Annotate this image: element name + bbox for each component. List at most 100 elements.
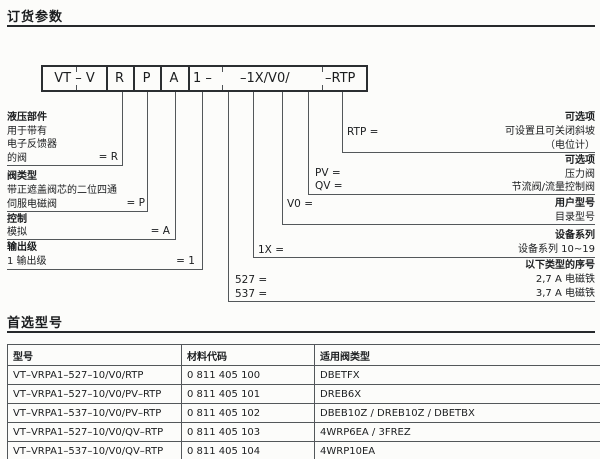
cell-material-code: 0 811 405 103 xyxy=(181,422,315,442)
code-key-pv: PV = xyxy=(315,167,341,179)
col-header-material-code: 材料代码 xyxy=(181,344,315,366)
cell-material-code: 0 811 405 101 xyxy=(181,384,315,404)
code-value-p: = P xyxy=(126,197,145,209)
table-header-row: 型号 材料代码 适用阀类型 xyxy=(7,344,600,366)
table-row: VT–VRPA1–537–10/V0/PV–RTP 0 811 405 102 … xyxy=(7,403,600,423)
cell-valve-type: 4WRP10EA xyxy=(314,441,600,459)
group-title: 设备系列 xyxy=(555,230,595,241)
group-line: 伺服电磁阀 xyxy=(7,199,57,210)
connector-v0 xyxy=(282,92,283,225)
cell-divider xyxy=(188,67,190,90)
code-value-r: = R xyxy=(98,150,118,163)
cell-model: VT–VRPA1–527–10/V0/PV–RTP xyxy=(7,384,182,404)
group-title: 用户型号 xyxy=(555,198,595,209)
connector-1x xyxy=(253,92,254,258)
code-key-rtp: RTP = xyxy=(347,126,379,138)
group-title: 液压部件 xyxy=(7,112,47,123)
group-line: （电位计） xyxy=(545,140,595,151)
connector-a xyxy=(175,92,176,240)
group-title: 可选项 xyxy=(565,112,595,123)
group-title: 阀类型 xyxy=(7,171,37,182)
connector-p xyxy=(147,92,148,212)
cell-material-code: 0 811 405 104 xyxy=(181,441,315,459)
group-line: 的阀 xyxy=(7,152,27,164)
group-title: 以下类型的序号 xyxy=(525,260,595,271)
code-field-a: A xyxy=(169,71,179,86)
cell-material-code: 0 811 405 100 xyxy=(181,365,315,385)
code-value-a: = A xyxy=(150,225,170,237)
right-group-solenoid-serial: 以下类型的序号 2,7 A 电磁铁 3,7 A 电磁铁 527 = 537 = xyxy=(228,259,595,302)
group-title: 输出级 xyxy=(7,242,37,253)
connector-rtp xyxy=(342,92,343,153)
code-field-p: P xyxy=(142,71,151,86)
preferred-models-rule xyxy=(7,331,595,333)
cell-valve-type: DBEB10Z / DREB10Z / DBETBX xyxy=(314,403,600,423)
right-group-series-1x: 设备系列 设备系列 10~19 1X = xyxy=(253,227,595,258)
group-line: 目录型号 xyxy=(555,212,595,223)
cell-divider xyxy=(133,67,135,90)
preferred-models-title: 首选型号 xyxy=(7,316,64,331)
dashed-tick xyxy=(322,67,323,72)
code-sub-series-v0: –1X/V0/ xyxy=(240,71,290,86)
page-title: 订货参数 xyxy=(7,10,64,25)
dashed-tick xyxy=(222,67,223,72)
cell-model: VT–VRPA1–537–10/V0/PV–RTP xyxy=(7,403,182,423)
dashed-tick xyxy=(76,67,77,72)
left-group-hydraulic-component: 液压部件 用于带有 电子反馈器 的阀 = R xyxy=(7,111,122,166)
code-value-1: = 1 xyxy=(176,255,195,267)
table-row: VT–VRPA1–527–10/V0/QV–RTP 0 811 405 103 … xyxy=(7,422,600,442)
group-line: 用于带有 xyxy=(7,125,47,137)
col-header-model: 型号 xyxy=(7,344,182,366)
table-row: VT–VRPA1–537–10/V0/QV–RTP 0 811 405 104 … xyxy=(7,441,600,459)
group-line: 设备系列 10~19 xyxy=(517,244,595,255)
table-row: VT–VRPA1–527–10/V0/PV–RTP 0 811 405 101 … xyxy=(7,384,600,404)
code-sub-rtp: –RTP xyxy=(325,71,356,86)
group-line: 模拟 xyxy=(7,227,27,238)
right-group-v0: 用户型号 目录型号 V0 = xyxy=(282,197,595,225)
dashed-tick xyxy=(222,85,223,90)
code-key-v0: V0 = xyxy=(287,198,313,210)
left-group-valve-type: 阀类型 带正遮盖阀芯的二位四通 伺服电磁阀 = P xyxy=(7,170,147,212)
type-code-box: VT – V R P A 1 – –1X/V0/ –RTP xyxy=(41,65,368,92)
table-row: VT–VRPA1–527–10/V0/RTP 0 811 405 100 DBE… xyxy=(7,365,600,385)
group-line: 1 输出级 xyxy=(7,256,47,267)
page-title-rule xyxy=(7,25,595,27)
code-sub-output: 1 – xyxy=(193,71,212,86)
group-line: 节流阀/流量控制阀 xyxy=(511,182,595,193)
group-line: 可设置且可关闭斜坡 xyxy=(505,126,595,137)
connector-r xyxy=(122,92,123,166)
group-title: 控制 xyxy=(7,214,27,225)
right-group-pv-qv-option: 可选项 压力阀 节流阀/流量控制阀 PV = QV = xyxy=(308,154,595,195)
dashed-tick xyxy=(322,85,323,90)
left-group-output-stage: 输出级 1 输出级 = 1 xyxy=(7,241,202,270)
group-line: 压力阀 xyxy=(565,168,595,180)
cell-divider xyxy=(160,67,162,90)
code-key-qv: QV = xyxy=(315,180,343,192)
code-key-537: 537 = xyxy=(235,288,268,300)
group-line: 3,7 A 电磁铁 xyxy=(535,288,595,299)
cell-divider xyxy=(106,67,108,90)
connector-pv-qv xyxy=(308,92,309,195)
col-header-valve-type: 适用阀类型 xyxy=(314,344,600,366)
code-key-527: 527 = xyxy=(235,274,268,286)
code-key-1x: 1X = xyxy=(258,244,285,256)
group-line: 2,7 A 电磁铁 xyxy=(535,274,595,285)
right-group-rtp-option: 可选项 可设置且可关闭斜坡 （电位计） RTP = xyxy=(342,111,595,153)
cell-valve-type: DREB6X xyxy=(314,384,600,404)
group-line: 电子反馈器 xyxy=(7,139,57,150)
group-title: 可选项 xyxy=(565,155,595,166)
code-field-vtv: VT – V xyxy=(54,71,95,86)
cell-model: VT–VRPA1–537–10/V0/QV–RTP xyxy=(7,441,182,459)
cell-valve-type: 4WRP6EA / 3FREZ xyxy=(314,422,600,442)
cell-valve-type: DBETFX xyxy=(314,365,600,385)
code-field-r: R xyxy=(114,71,125,86)
cell-material-code: 0 811 405 102 xyxy=(181,403,315,423)
preferred-models-table: 型号 材料代码 适用阀类型 VT–VRPA1–527–10/V0/RTP 0 8… xyxy=(7,344,600,459)
connector-1 xyxy=(202,92,203,270)
dashed-tick xyxy=(76,85,77,90)
cell-model: VT–VRPA1–527–10/V0/RTP xyxy=(7,365,182,385)
connector-serial xyxy=(228,92,229,302)
cell-model: VT–VRPA1–527–10/V0/QV–RTP xyxy=(7,422,182,442)
left-group-control: 控制 模拟 = A xyxy=(7,213,175,240)
